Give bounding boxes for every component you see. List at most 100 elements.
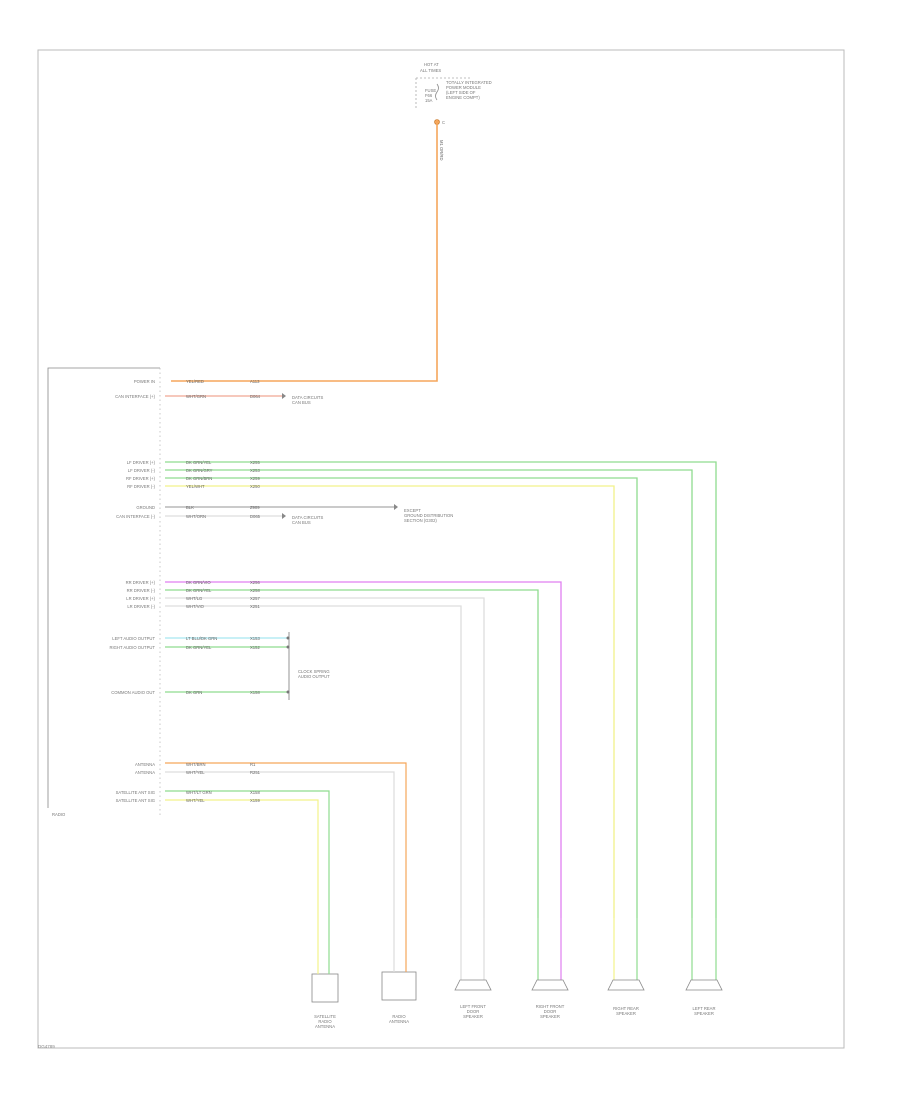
left-rear-speaker: LEFT REAR SPEAKER: [685, 918, 723, 1016]
wire-label-14: DK GRN/YEL: [186, 645, 212, 650]
sat-ant-wire: [165, 790, 330, 918]
can-ref-2: CAN BUS: [292, 400, 311, 405]
wire-code-17: R251: [250, 770, 261, 775]
audio-node-2: [286, 645, 290, 649]
rf-label-3: SPEAKER: [540, 1014, 560, 1019]
pin-label-lf-plus: LF DRIVER (+): [127, 460, 156, 465]
fuse-header-2: ALL TIMES: [420, 68, 441, 73]
wire-code-06: X250: [250, 484, 260, 489]
pin-label-antenna-2: ANTENNA: [135, 770, 155, 775]
antenna-label-2: ANTENNA: [389, 1019, 409, 1024]
pin-label-can-minus: CAN INTERFACE (-): [116, 514, 155, 519]
wire-code-01: A113: [250, 379, 260, 384]
can-ref2-1: DATA CIRCUITS: [292, 515, 323, 520]
pin-label-rr-plus: RR DRIVER (+): [126, 580, 156, 585]
lf-speaker-icon: [454, 979, 492, 991]
wire-code-15: X158: [250, 690, 260, 695]
antenna-2-wire: [165, 771, 395, 918]
pin-label-sat: SATELLITE ANT SIG: [116, 790, 155, 795]
lr-plus-wire: [165, 461, 717, 918]
satellite-antenna: SATELLITE RADIO ANTENNA: [311, 918, 339, 1029]
fuse-wire-code: M1 OR/RD: [439, 140, 444, 160]
wire-label-11: WHT/LG: [186, 596, 202, 601]
satellite-label-1: SATELLITE: [314, 1014, 336, 1019]
fuse-box-label-1: TOTALLY INTEGRATED: [446, 80, 492, 85]
wire-label-18: WHT/LT GRN: [186, 790, 212, 795]
pin-label-ground: GROUND: [136, 505, 155, 510]
audio-node-3: [286, 690, 290, 694]
rr-minus-wire: [165, 485, 615, 918]
can-ref-1: DATA CIRCUITS: [292, 395, 323, 400]
rr-plus-wire: [165, 477, 638, 918]
lf-plus-wire: [165, 597, 485, 918]
ground-arrow-icon: [394, 504, 398, 510]
fuse-terminal: [434, 119, 440, 125]
wire-code-03: X255: [250, 460, 260, 465]
lf-minus-wire: [165, 605, 462, 918]
sat-ant-2-wire: [165, 799, 319, 918]
fuse-box-label-4: ENGINE COMPT): [446, 95, 480, 100]
wire-label-19: WHT/YEL: [186, 798, 205, 803]
satellite-antenna-box: [311, 973, 339, 1003]
ground-ref-2: GROUND DISTRIBUTION: [404, 513, 453, 518]
wire-code-08: D065: [250, 514, 261, 519]
antenna-wire: [165, 762, 407, 918]
rf-label-2: DOOR: [544, 1009, 557, 1014]
wire-label-15: DK GRN: [186, 690, 202, 695]
radio-antenna: RADIO ANTENNA: [381, 918, 417, 1024]
can-ref2-2: CAN BUS: [292, 520, 311, 525]
wire-label-01: YEL/RED: [186, 379, 204, 384]
fuse-label-1: FUSE: [425, 88, 436, 93]
fuse-label-2: F66: [425, 93, 433, 98]
wire-code-12: X251: [250, 604, 260, 609]
fuse-box-label-2: POWER MODULE: [446, 85, 481, 90]
fuse-block: HOT AT ALL TIMES TOTALLY INTEGRATED POWE…: [415, 62, 492, 160]
pin-label-rr-minus: RR DRIVER (-): [127, 588, 156, 593]
fuse-icon: [435, 83, 439, 101]
aux-ref-2: AUDIO OUTPUT: [298, 674, 330, 679]
wire-code-10: X258: [250, 588, 260, 593]
wire-label-03: DK GRN/YEL: [186, 460, 212, 465]
wire-label-13: LT BLU/DK GRN: [186, 636, 217, 641]
pin-label-rf-plus: RF DRIVER (+): [126, 476, 156, 481]
aux-ref-1: CLOCK SPRING: [298, 669, 330, 674]
antenna-label-1: RADIO: [392, 1014, 406, 1019]
pin-label-rf-minus: RF DRIVER (-): [127, 484, 156, 489]
wire-label-07: BLK: [186, 505, 194, 510]
wire-label-04: DK GRN/GRY: [186, 468, 213, 473]
ground-ref-3: SECTION (G302): [404, 518, 437, 523]
pin-label-power: POWER IN: [134, 379, 155, 384]
wire-code-07: Z909: [250, 505, 260, 510]
pin-label-common-audio: COMMON AUDIO OUT: [111, 690, 155, 695]
pin-label-left-audio: LEFT AUDIO OUTPUT: [112, 636, 155, 641]
satellite-label-3: ANTENNA: [315, 1024, 335, 1029]
wire-label-09: DK GRN/VIO: [186, 580, 211, 585]
radio-antenna-box: [381, 971, 417, 1001]
wire-label-02: WHT/GRN: [186, 394, 206, 399]
pin-label-lr-minus: LR DRIVER (-): [127, 604, 155, 609]
rf-minus-wire: [165, 589, 539, 918]
diagram-frame: [37, 49, 845, 1049]
audio-node-1: [286, 636, 290, 640]
wire-label-10: DK GRN/YEL: [186, 588, 212, 593]
rf-label-1: RIGHT FRONT: [536, 1004, 565, 1009]
pin-label-antenna: ANTENNA: [135, 762, 155, 767]
lr-minus-wire: [165, 469, 693, 918]
wire-label-05: DK GRN/BRN: [186, 476, 212, 481]
radio-outline: [47, 367, 160, 808]
wire-code-04: X253: [250, 468, 260, 473]
wire-code-05: X259: [250, 476, 260, 481]
pin-label-lr-plus: LR DRIVER (+): [126, 596, 155, 601]
wire-labels: YEL/RED A113 WHT/GRN D064 DK GRN/YEL X25…: [186, 379, 261, 803]
pin-label-lf-minus: LF DRIVER (-): [128, 468, 156, 473]
rf-plus-wire: [165, 581, 562, 918]
wire-label-17: WHT/YEL: [186, 770, 205, 775]
power-wire: [171, 124, 438, 382]
fuse-label-3: 15A: [425, 98, 433, 103]
radio-module: RADIO POWER IN CAN INTERFACE (+) LF DRIV…: [47, 367, 161, 818]
wire-label-16: WHT/BRN: [186, 762, 206, 767]
can-minus-arrow-icon: [282, 513, 286, 519]
lf-label-1: LEFT FRONT: [460, 1004, 486, 1009]
wire-label-06: YEL/WHT: [186, 484, 205, 489]
